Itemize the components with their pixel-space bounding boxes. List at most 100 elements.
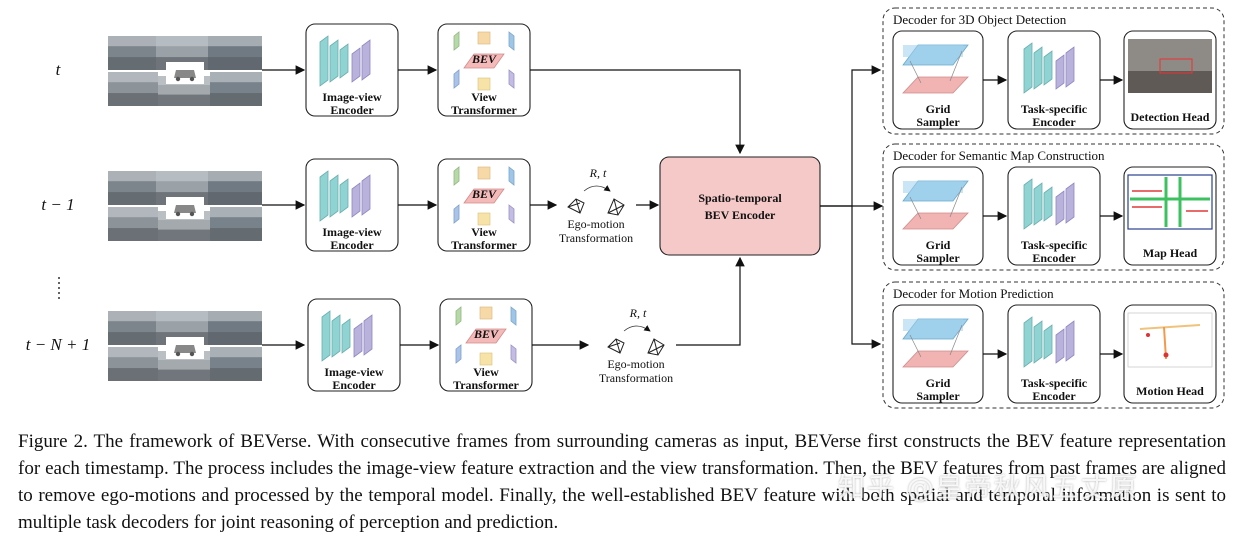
bev-plane-label: BEV: [471, 187, 497, 201]
head-label: Map Head: [1143, 246, 1198, 260]
camera-images: [108, 171, 262, 241]
encoder-layer: [361, 174, 371, 216]
encoder-label: Encoder: [330, 103, 374, 117]
encoder-layer: [321, 310, 331, 362]
task-encoder-label: Task-specific: [1021, 102, 1088, 116]
sampler-label: Sampler: [916, 251, 960, 265]
camera-feature: [508, 31, 515, 51]
decoder-panel: Decoder for 3D Object DetectionGridSampl…: [882, 7, 1225, 135]
camera-feature: [508, 69, 515, 89]
camera-feature: [453, 166, 460, 186]
task-encoder-label: Task-specific: [1021, 376, 1088, 390]
encoder-label: Encoder: [330, 238, 374, 252]
timestep-label: t − N + 1: [26, 335, 91, 354]
sampler-label: Sampler: [916, 115, 960, 129]
encoder-icon: [319, 170, 371, 222]
encoder-label: Image-view: [324, 365, 384, 379]
encoder-icon: [319, 35, 371, 87]
ego-motion-label: Ego-motion: [567, 217, 624, 231]
ego-motion-icon: R, t: [567, 166, 625, 216]
timestep-row: t − 1Image-viewEncoderBEVViewTransformer…: [41, 158, 660, 252]
encoder-layer: [361, 39, 371, 81]
camera-feature: [453, 31, 460, 51]
watermark: 知乎 @皇帝秋风五丈原: [838, 473, 1139, 504]
task-encoder-label: Encoder: [1032, 389, 1076, 403]
camera-feature: [455, 306, 462, 326]
encoder-icon: [1023, 178, 1075, 230]
encoder-label: Image-view: [322, 225, 382, 239]
encoder-layer: [1055, 54, 1065, 90]
grid-sampler-icon: [902, 180, 969, 230]
grid-sampler-icon: [902, 44, 969, 94]
encoder-layer: [1033, 320, 1043, 364]
detection-head-output: [1128, 39, 1212, 93]
encoder-layer: [363, 314, 373, 356]
decoder-title: Decoder for Motion Prediction: [893, 286, 1054, 301]
camera-feature: [508, 166, 515, 186]
spatio-temporal-label: BEV Encoder: [705, 208, 776, 222]
timestep-label: t − 1: [41, 195, 74, 214]
encoder-layer: [339, 178, 349, 214]
decoder-panel: Decoder for Motion PredictionGridSampler…: [882, 281, 1225, 409]
encoder-layer: [1043, 324, 1053, 360]
task-encoder-label: Task-specific: [1021, 238, 1088, 252]
encoder-layer: [1055, 328, 1065, 364]
encoder-icon: [321, 310, 373, 362]
encoder-label: Image-view: [322, 90, 382, 104]
bev-plane: [463, 53, 505, 69]
task-encoder-label: Encoder: [1032, 251, 1076, 265]
spatio-temporal-encoder-box: [659, 156, 821, 256]
task-encoder-label: Encoder: [1032, 115, 1076, 129]
encoder-layer: [1023, 178, 1033, 230]
sampler-plane: [902, 350, 969, 368]
arrow: [530, 69, 745, 155]
car-icon: [174, 345, 196, 357]
sampler-label: Grid: [926, 238, 951, 252]
bev-plane: [463, 188, 505, 204]
encoder-layer: [1055, 190, 1065, 226]
car-icon: [174, 205, 196, 217]
timestep-row: t − N + 1Image-viewEncoderBEVViewTransfo…: [26, 256, 745, 392]
arrow: [851, 206, 882, 349]
encoder-label: Encoder: [332, 378, 376, 392]
ego-motion-label: Transformation: [559, 231, 633, 245]
encoder-layer: [353, 322, 363, 358]
decoder-frame: [882, 143, 1225, 271]
encoder-layer: [1023, 316, 1033, 368]
decoder-panel: Decoder for Semantic Map ConstructionGri…: [882, 143, 1225, 271]
motion-head-output: [1127, 312, 1213, 368]
camera-feature: [508, 204, 515, 224]
transformer-label: Transformer: [451, 238, 517, 252]
grid-sampler-icon: [902, 318, 969, 368]
ego-motion-icon: R, t: [607, 306, 665, 356]
ego-rt-label: R, t: [589, 166, 607, 180]
sampler-plane: [902, 212, 969, 230]
encoder-layer: [329, 174, 339, 218]
encoder-layer: [1065, 182, 1075, 224]
sampler-plane: [902, 76, 969, 94]
camera-images: [108, 311, 262, 381]
view-transformer-icon: BEV: [453, 31, 515, 91]
ego-motion-label: Ego-motion: [607, 357, 664, 371]
encoder-icon: [1023, 316, 1075, 368]
bev-plane-label: BEV: [473, 327, 499, 341]
transformer-label: Transformer: [451, 103, 517, 117]
decoder-frame: [882, 281, 1225, 409]
ego-rt-label: R, t: [629, 306, 647, 320]
arrow: [820, 65, 882, 207]
encoder-layer: [319, 170, 329, 222]
camera-feature: [453, 69, 460, 89]
encoder-layer: [331, 314, 341, 358]
decoder-frame: [882, 7, 1225, 135]
camera-images: [108, 36, 262, 106]
encoder-layer: [339, 43, 349, 79]
bev-plane: [465, 328, 507, 344]
row-ellipsis: [58, 277, 60, 299]
encoder-layer: [319, 35, 329, 87]
encoder-layer: [1033, 46, 1043, 90]
encoder-icon: [1023, 42, 1075, 94]
transformer-label: View: [471, 90, 497, 104]
view-transformer-icon: BEV: [455, 306, 517, 366]
